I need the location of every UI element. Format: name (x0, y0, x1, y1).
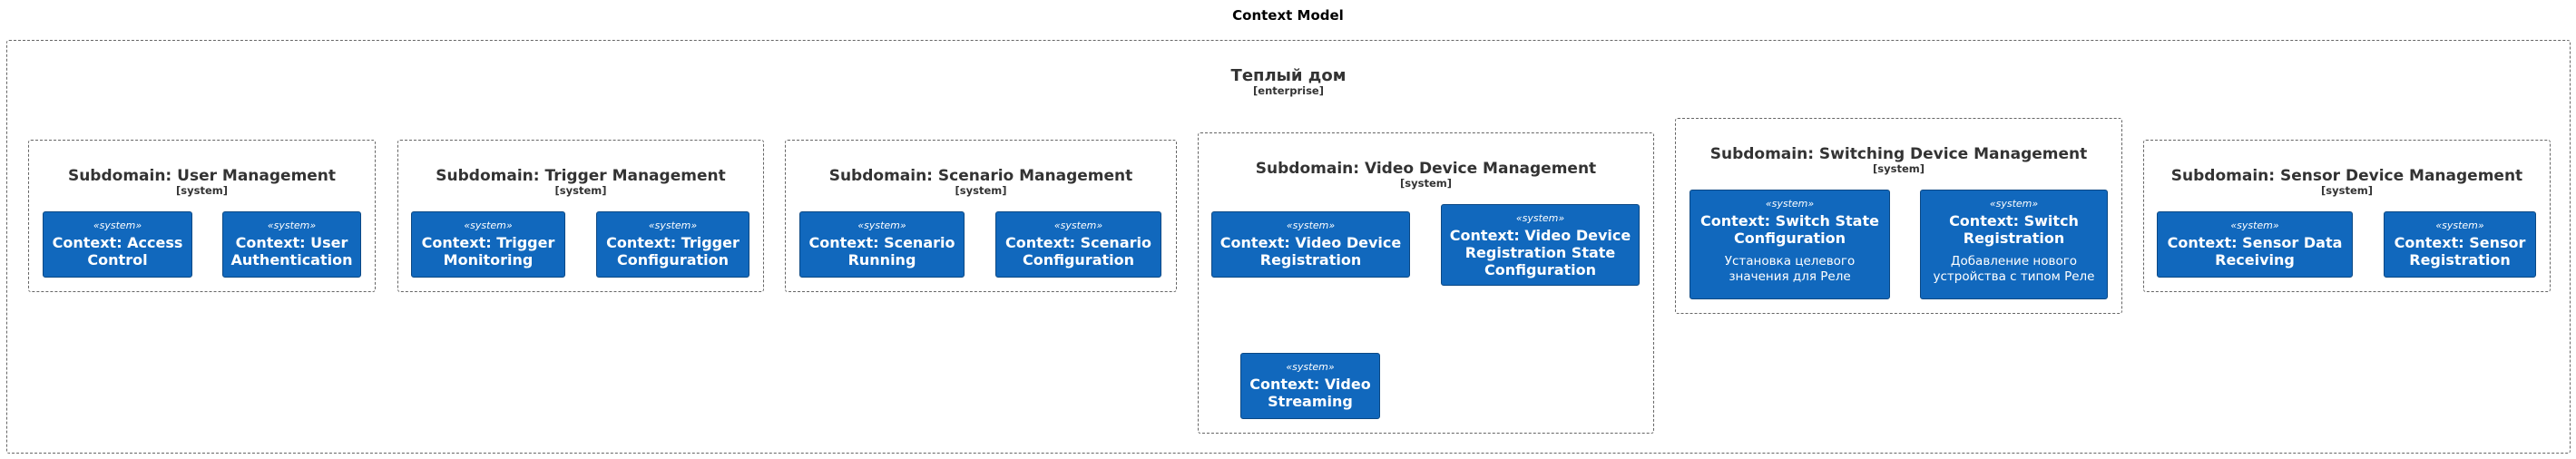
system-name: Context: User Authentication (230, 234, 353, 269)
system-sensor-data-receiving[interactable]: «system» Context: Sensor Data Receiving (2157, 211, 2353, 278)
subdomain-name: Subdomain: Sensor Device Management (2170, 167, 2523, 185)
system-access-control[interactable]: «system» Context: Access Control (43, 211, 192, 278)
system-switch-state-configuration[interactable]: «system» Context: Switch State Configura… (1690, 190, 1890, 299)
subdomain-switching-device-management: Subdomain: Switching Device Management [… (1675, 118, 2122, 314)
subdomain-kind: [system] (176, 184, 228, 197)
system-description: Добавление нового устройства с типом Рел… (1933, 254, 2095, 284)
system-name: Context: Scenario Running (808, 234, 955, 269)
system-stereotype: «system» (2230, 220, 2279, 231)
subdomain-name: Subdomain: Video Device Management (1255, 160, 1597, 178)
system-stereotype: «system» (648, 220, 698, 231)
enterprise-boundary: Теплый дом [enterprise] (6, 40, 2571, 454)
system-name: Context: Trigger Configuration (606, 234, 739, 269)
system-stereotype: «system» (1989, 198, 2039, 210)
subdomain-scenario-management: Subdomain: Scenario Management [system] (785, 140, 1177, 292)
system-name: Context: Switch State Configuration (1700, 212, 1879, 247)
system-trigger-monitoring[interactable]: «system» Context: Trigger Monitoring (411, 211, 565, 278)
subdomain-kind: [system] (955, 184, 1007, 197)
system-name: Context: Sensor Registration (2394, 234, 2526, 269)
subdomain-kind: [system] (1873, 162, 1925, 175)
system-name: Context: Scenario Configuration (1005, 234, 1151, 269)
system-stereotype: «system» (1765, 198, 1815, 210)
system-stereotype: «system» (267, 220, 317, 231)
subdomain-name: Subdomain: Scenario Management (828, 167, 1133, 185)
system-stereotype: «system» (1286, 361, 1335, 373)
system-name: Context: Video Device Registration (1219, 234, 1402, 269)
system-trigger-configuration[interactable]: «system» Context: Trigger Configuration (596, 211, 749, 278)
enterprise-kind: [enterprise] (1253, 84, 1324, 97)
system-user-authentication[interactable]: «system» Context: User Authentication (222, 211, 361, 278)
subdomain-name: Subdomain: User Management (67, 167, 337, 185)
system-name: Context: Video Streaming (1249, 376, 1371, 410)
subdomain-kind: [system] (2321, 184, 2373, 197)
system-video-streaming[interactable]: «system» Context: Video Streaming (1240, 353, 1380, 419)
subdomain-user-management: Subdomain: User Management [system] (28, 140, 376, 292)
system-video-device-registration-state-configuration[interactable]: «system» Context: Video Device Registrat… (1441, 204, 1640, 286)
diagram-title: Context Model (1232, 7, 1344, 24)
system-name: Context: Access Control (52, 234, 183, 269)
subdomain-name: Subdomain: Trigger Management (436, 167, 726, 185)
system-video-device-registration[interactable]: «system» Context: Video Device Registrat… (1211, 211, 1410, 278)
system-switch-registration[interactable]: «system» Context: Switch Registration До… (1920, 190, 2108, 299)
system-scenario-configuration[interactable]: «system» Context: Scenario Configuration (995, 211, 1161, 278)
system-name: Context: Switch Registration (1949, 212, 2079, 247)
system-stereotype: «system» (2435, 220, 2484, 231)
subdomain-name: Subdomain: Switching Device Management (1709, 145, 2088, 163)
system-scenario-running[interactable]: «system» Context: Scenario Running (799, 211, 965, 278)
system-sensor-registration[interactable]: «system» Context: Sensor Registration (2384, 211, 2536, 278)
system-stereotype: «system» (1053, 220, 1103, 231)
enterprise-name: Теплый дом (1230, 66, 1347, 85)
subdomain-sensor-device-management: Subdomain: Sensor Device Management [sys… (2143, 140, 2551, 292)
system-stereotype: «system» (464, 220, 513, 231)
subdomain-video-device-management: Subdomain: Video Device Management [syst… (1198, 132, 1654, 434)
system-stereotype: «system» (93, 220, 142, 231)
system-stereotype: «system» (1515, 212, 1565, 224)
system-name: Context: Trigger Monitoring (421, 234, 555, 269)
system-name: Context: Sensor Data Receiving (2167, 234, 2343, 269)
system-stereotype: «system» (857, 220, 906, 231)
system-stereotype: «system» (1286, 220, 1336, 231)
system-name: Context: Video Device Registration State… (1449, 227, 1631, 278)
subdomain-kind: [system] (1400, 177, 1452, 190)
subdomain-kind: [system] (554, 184, 607, 197)
subdomain-trigger-management: Subdomain: Trigger Management [system] (397, 140, 764, 292)
system-description: Установка целевого значения для Реле (1724, 254, 1856, 284)
